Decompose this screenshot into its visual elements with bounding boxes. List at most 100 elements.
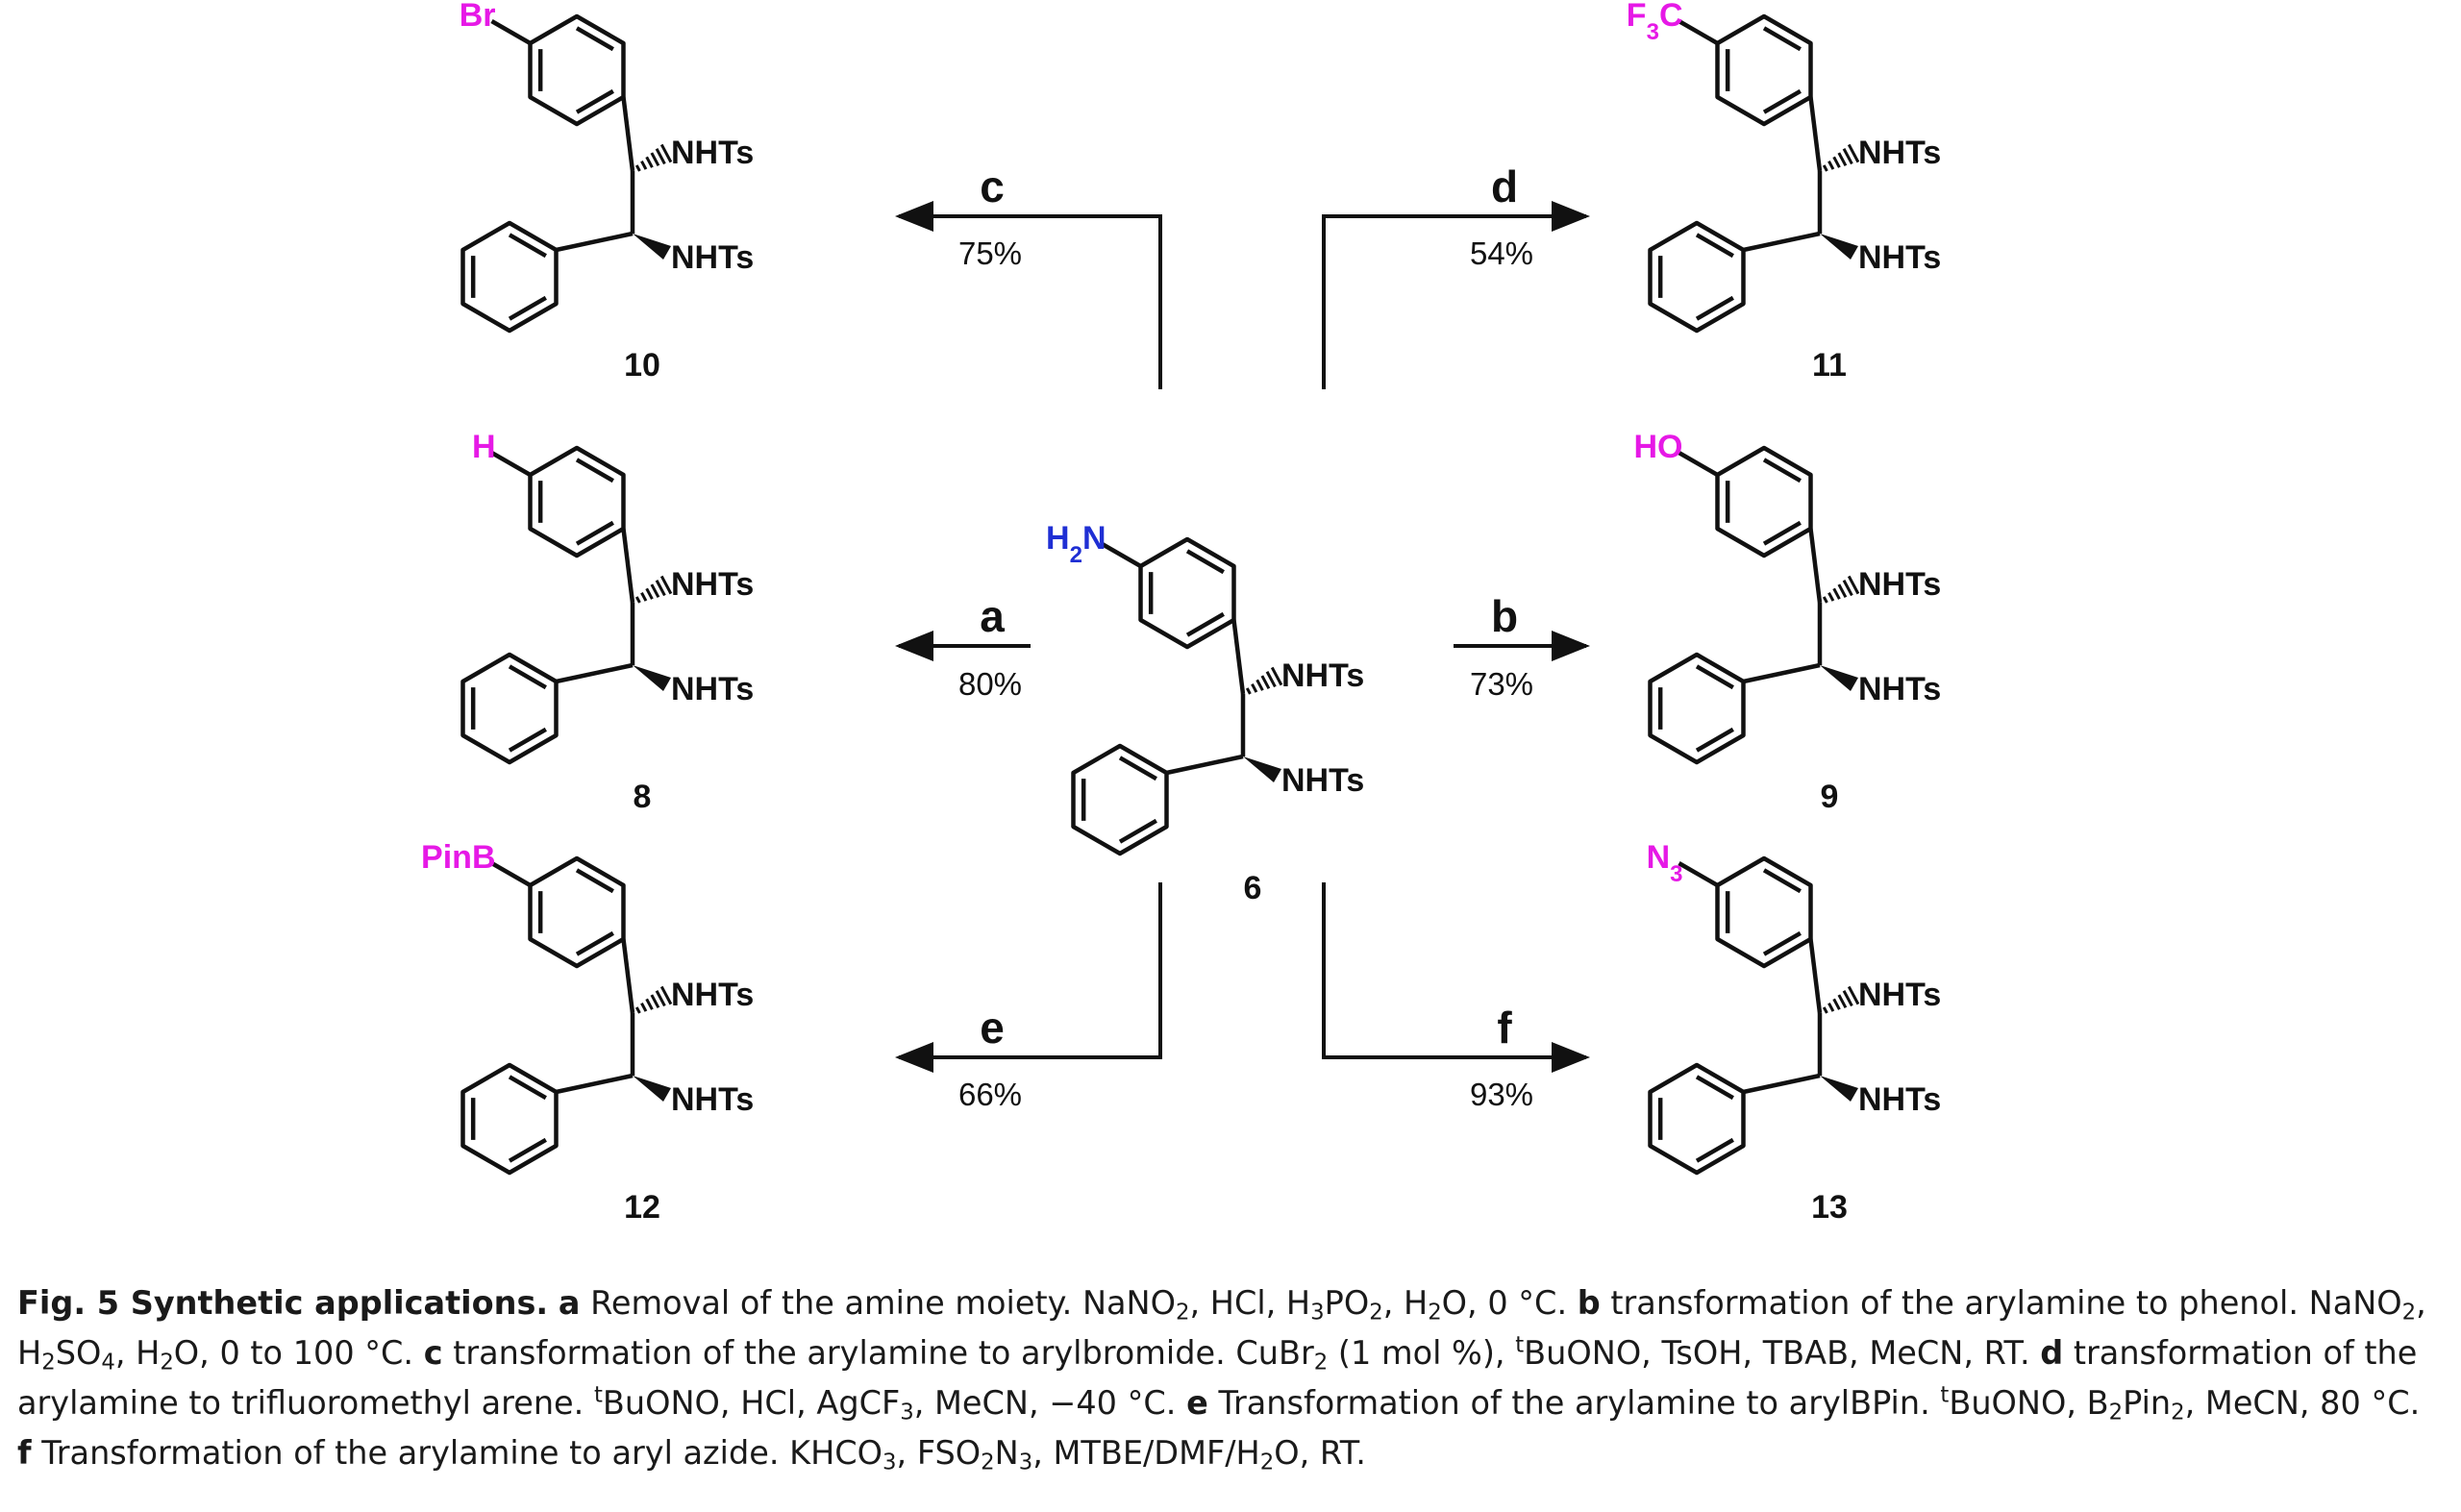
- c-c-bond: [621, 96, 635, 172]
- double-bond: [1762, 26, 1802, 52]
- hash-wedge: [640, 591, 648, 602]
- compound-number: 13: [1811, 1189, 1848, 1226]
- double-bond: [1695, 1075, 1734, 1101]
- hash-wedge: [645, 998, 654, 1010]
- solid-wedge: [633, 234, 671, 260]
- compound-number: 11: [1812, 347, 1847, 384]
- double-bond: [1762, 458, 1802, 483]
- hash-wedge: [1832, 156, 1841, 168]
- c-aryl-bond: [556, 662, 634, 684]
- double-bond: [575, 88, 614, 114]
- substituent-bond: [1678, 861, 1719, 887]
- double-bond: [1695, 727, 1734, 753]
- double-bond: [1118, 818, 1157, 844]
- substituent-bond: [1678, 19, 1719, 45]
- compound-number: 8: [634, 779, 652, 815]
- double-bond: [575, 26, 614, 52]
- double-bond: [1118, 756, 1157, 781]
- hash-wedge: [634, 1006, 641, 1014]
- aryl-ring: [1715, 445, 1813, 558]
- nhts-label: NHTs: [1281, 657, 1364, 694]
- nhts-label: NHTs: [1858, 671, 1941, 707]
- hash-wedge: [1827, 160, 1835, 170]
- phenyl-ring: [1071, 743, 1169, 856]
- hash-wedge: [1270, 666, 1283, 686]
- yield-label: 80%: [958, 666, 1022, 702]
- hash-wedge: [640, 160, 648, 170]
- substituent-bond: [1101, 542, 1142, 568]
- substituent-label: Br: [460, 0, 496, 34]
- c-aryl-bond: [556, 231, 634, 253]
- reaction-label: c: [980, 161, 1005, 211]
- nhts-label: NHTs: [671, 1081, 754, 1118]
- hash-wedge: [1847, 575, 1860, 595]
- compound-number: 6: [1244, 870, 1262, 906]
- caption-line: f Transformation of the arylamine to ary…: [17, 1434, 1366, 1475]
- reaction-label: a: [980, 591, 1005, 641]
- hash-wedge: [1255, 679, 1264, 691]
- c-c-bond: [1808, 938, 1823, 1014]
- hash-wedge: [659, 985, 673, 1005]
- c-c-bond: [621, 938, 635, 1014]
- c-aryl-bond: [1743, 231, 1821, 253]
- nhts-label: NHTs: [671, 671, 754, 707]
- substituent-bond: [490, 451, 532, 477]
- solid-wedge: [1820, 234, 1858, 260]
- hash-wedge: [1245, 687, 1252, 695]
- hash-wedge: [1842, 990, 1853, 1007]
- caption-line: H2SO4, H2O, 0 to 100 °C. c transformatio…: [17, 1332, 2418, 1376]
- aryl-ring: [528, 445, 626, 558]
- hash-wedge: [1837, 994, 1848, 1009]
- molecules-layer: H2NNHTsNHTs6BrNHTsNHTs10F3CNHTsNHTs11HNH…: [421, 0, 1941, 1226]
- substituent-bond: [490, 861, 532, 887]
- hash-wedge: [1260, 675, 1271, 690]
- nhts-label: NHTs: [1281, 762, 1364, 799]
- double-bond: [575, 930, 614, 956]
- hash-wedge: [1822, 164, 1828, 172]
- hash-wedge: [645, 587, 654, 600]
- c-aryl-bond: [1743, 1073, 1821, 1095]
- substituent-label: H: [472, 429, 496, 465]
- aryl-ring: [1715, 855, 1813, 969]
- caption-line: arylamine to trifluoromethyl arene. tBuO…: [17, 1382, 2421, 1425]
- double-bond: [575, 868, 614, 894]
- hash-wedge: [640, 1002, 648, 1012]
- c-c-bond: [621, 528, 635, 604]
- compound-number: 10: [624, 347, 660, 384]
- yield-label: 66%: [958, 1077, 1022, 1112]
- double-bond: [1695, 1137, 1734, 1163]
- hash-wedge: [1837, 152, 1848, 167]
- substituent-label: F3C: [1627, 0, 1683, 45]
- double-bond: [1762, 520, 1802, 546]
- solid-wedge: [1820, 1076, 1858, 1102]
- double-bond: [1762, 88, 1802, 114]
- reaction-label: e: [980, 1003, 1005, 1053]
- hash-wedge: [1827, 1002, 1835, 1012]
- phenyl-ring: [460, 1062, 559, 1176]
- compound-number: 9: [1821, 779, 1839, 815]
- double-bond: [1695, 664, 1734, 690]
- hash-wedge: [650, 152, 660, 167]
- hash-wedge: [1265, 671, 1277, 688]
- hash-wedge: [1832, 587, 1841, 600]
- hash-wedge: [1832, 998, 1841, 1010]
- nhts-label: NHTs: [671, 135, 754, 171]
- nhts-label: NHTs: [671, 977, 754, 1013]
- hash-wedge: [1842, 580, 1853, 597]
- hash-wedge: [655, 148, 666, 165]
- double-bond: [1762, 868, 1802, 894]
- hash-wedge: [650, 994, 660, 1009]
- solid-wedge: [1243, 756, 1281, 782]
- nhts-label: NHTs: [671, 566, 754, 603]
- hash-wedge: [1847, 985, 1860, 1005]
- reaction-label: f: [1497, 1003, 1512, 1053]
- c-aryl-bond: [1743, 662, 1821, 684]
- substituent-bond: [1678, 451, 1719, 477]
- solid-wedge: [633, 1076, 671, 1102]
- arrow-reaction-f: [1322, 882, 1590, 1073]
